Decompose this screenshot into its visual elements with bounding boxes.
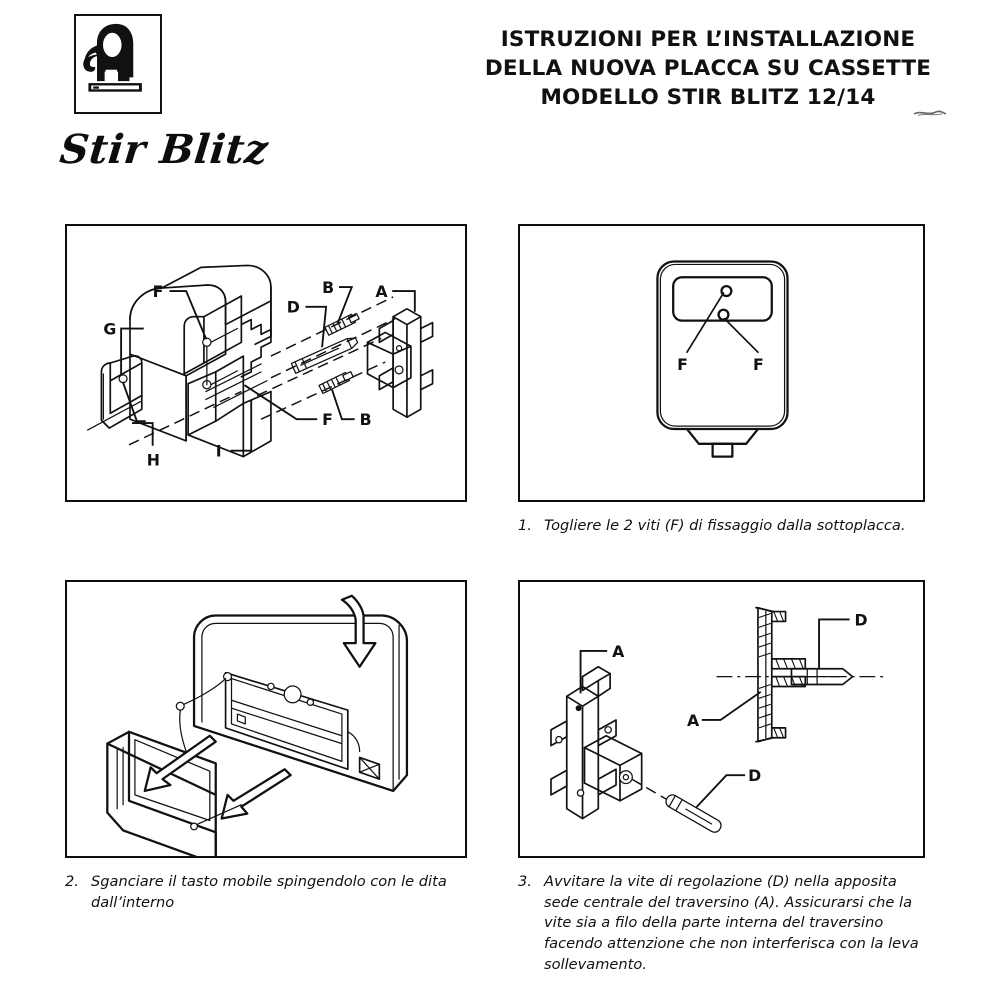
figure-cell-exploded-assembly: A B B D F F G H I (65, 224, 467, 502)
document-header: Stir Blitz ISTRUZIONI PER L’INSTALLAZION… (0, 0, 1000, 205)
callout-label-a-bracket: A (612, 642, 625, 661)
brand-wordmark: Stir Blitz (57, 126, 271, 173)
callout-label-f-left: F (677, 355, 688, 374)
caption-number-2: 2. (65, 873, 79, 890)
title-line-2: DELLA NUOVA PLACCA SU CASSETTE (484, 55, 932, 81)
figure-adjust-screw: A A D D (518, 580, 925, 858)
callout-label-g: G (103, 319, 116, 338)
title-line-1: ISTRUZIONI PER L’INSTALLAZIONE (500, 27, 916, 52)
figure-exploded-assembly: A B B D F F G H I (65, 224, 467, 502)
caption-step-1: 1. Togliere le 2 viti (F) di fissaggio d… (518, 516, 925, 537)
caption-number-3: 3. (518, 873, 532, 890)
callout-label-a-section: A (687, 711, 700, 730)
callout-label-b-upper: B (322, 278, 334, 297)
callout-label-d-screw: D (748, 766, 761, 785)
figure-front-plate-screws: F F (518, 224, 925, 502)
callout-label-i: I (216, 442, 222, 461)
callout-label-a: A (375, 282, 388, 301)
caption-text-2: Sganciare il tasto mobile spingendolo co… (91, 873, 447, 911)
caption-step-2: 2. Sganciare il tasto mobile spingendolo… (65, 872, 467, 913)
callout-label-d: D (287, 298, 300, 317)
figure-cell-front-plate-screws: F F 1. Togliere le 2 viti (F) di fissagg… (518, 224, 925, 537)
scan-smudge-artifact (913, 110, 947, 117)
caption-number-1: 1. (518, 517, 532, 534)
figure-cell-adjust-screw: A A D D 3. Avvitare la vite di regolazio… (518, 580, 925, 976)
page-title: ISTRUZIONI PER L’INSTALLAZIONE DELLA NUO… (468, 26, 948, 112)
elephant-logo-icon (74, 14, 162, 114)
brand-logo-block: Stir Blitz (57, 14, 320, 173)
callout-label-d-section: D (855, 610, 868, 629)
caption-text-3: Avvitare la vite di regolazione (D) nell… (544, 873, 919, 973)
figure-release-button (65, 580, 467, 858)
callout-label-f-right: F (753, 355, 764, 374)
figure-cell-release-button: 2. Sganciare il tasto mobile spingendolo… (65, 580, 467, 913)
callout-label-h: H (147, 451, 160, 470)
callout-label-f-upper: F (153, 282, 164, 301)
callout-label-f-lower: F (322, 410, 333, 429)
callout-label-b-lower: B (360, 410, 372, 429)
caption-text-1: Togliere le 2 viti (F) di fissaggio dall… (544, 517, 906, 534)
title-line-3: MODELLO STIR BLITZ 12/14 (540, 84, 876, 110)
caption-step-3: 3. Avvitare la vite di regolazione (D) n… (518, 872, 925, 976)
